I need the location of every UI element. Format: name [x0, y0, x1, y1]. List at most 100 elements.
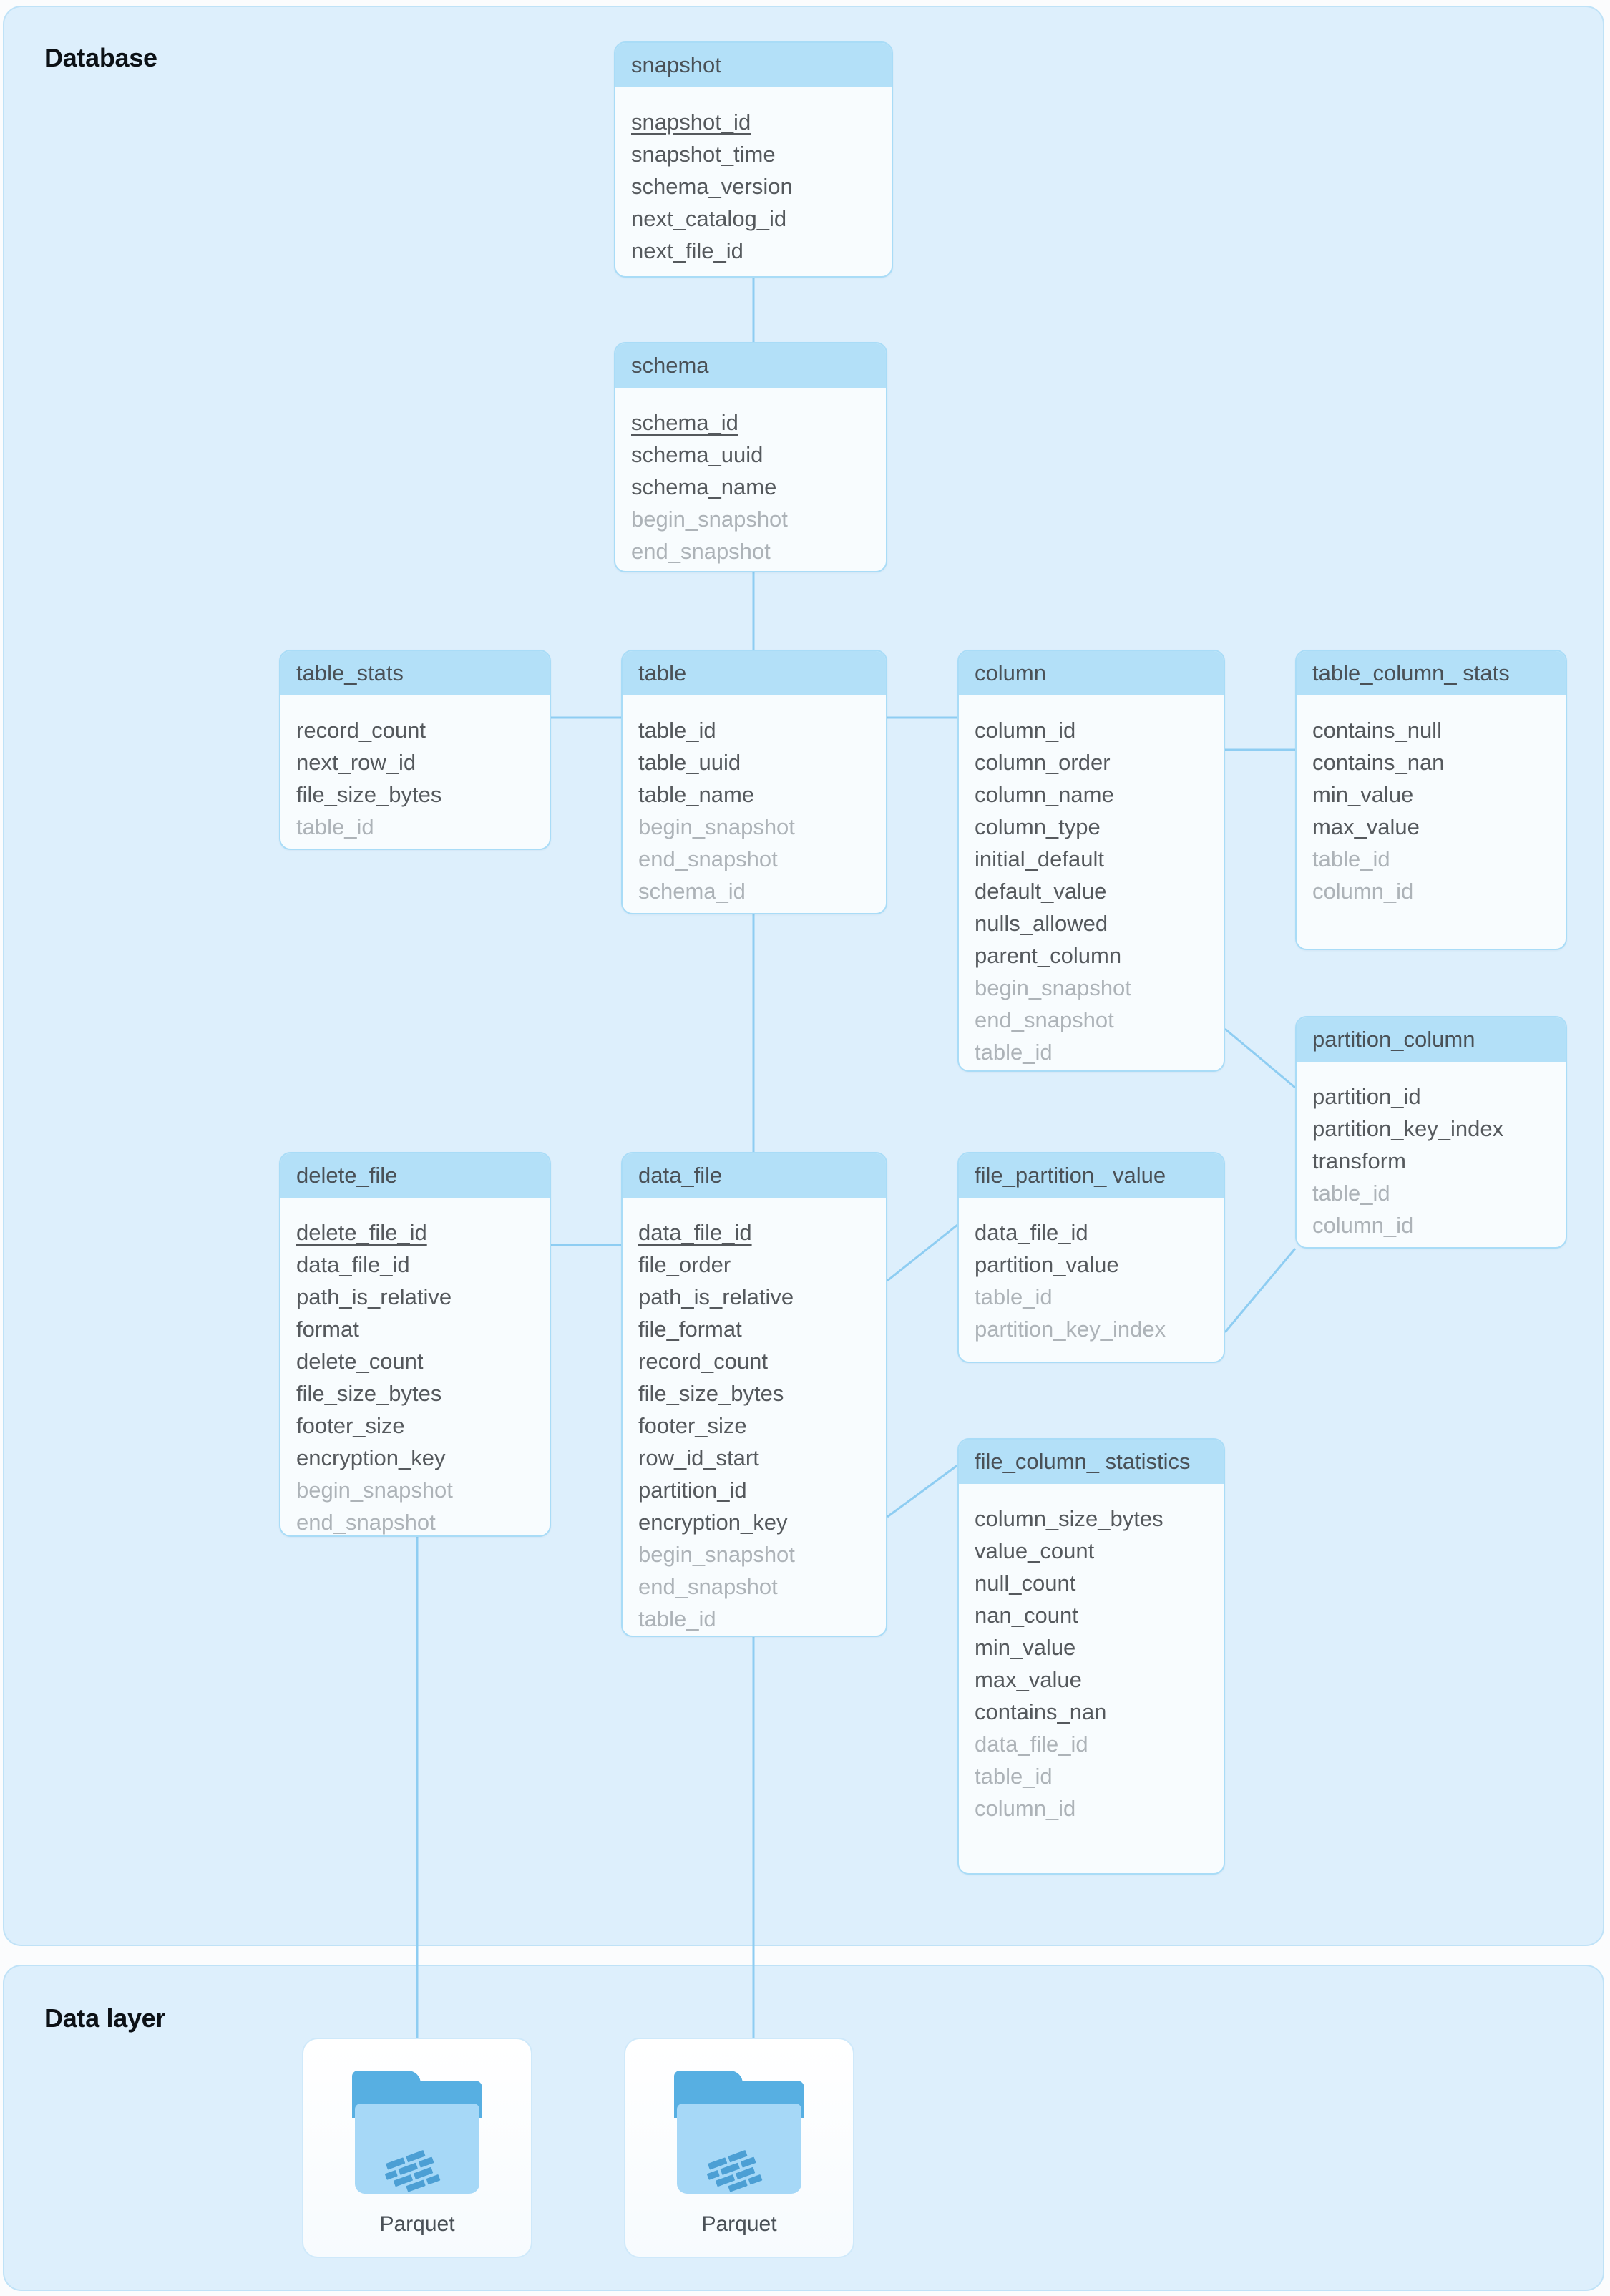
entity-field-file_size_bytes: file_size_bytes: [638, 1380, 784, 1406]
entity-field-end_snapshot: end_snapshot: [638, 1573, 778, 1599]
entity-field-partition_key_index: partition_key_index: [1312, 1115, 1504, 1141]
entity-field-nan_count: nan_count: [975, 1602, 1078, 1628]
entity-field-schema_name: schema_name: [631, 474, 777, 499]
entity-field-contains_nan: contains_nan: [975, 1699, 1107, 1724]
data-node-parquet-1[interactable]: Parquet: [302, 2038, 532, 2258]
entity-field-data_file_id: data_file_id: [975, 1731, 1088, 1757]
entity-field-table_id: table_id: [1312, 1180, 1390, 1206]
entity-field-begin_snapshot: begin_snapshot: [638, 814, 795, 839]
entity-field-next_catalog_id: next_catalog_id: [631, 205, 787, 231]
entity-field-file_order: file_order: [638, 1251, 731, 1277]
entity-field-delete_file_id: delete_file_id: [296, 1219, 427, 1245]
entity-field-table_id: table_id: [296, 814, 374, 839]
entity-field-format: format: [296, 1316, 359, 1342]
entity-fields-delete-file: delete_file_id data_file_id path_is_relati…: [280, 1198, 550, 1535]
entity-field-path_is_relative: path_is_relative: [296, 1284, 452, 1309]
entity-field-data_file_id: data_file_id: [638, 1219, 752, 1245]
entity-title-table-column-stats: table_column_ stats: [1297, 651, 1566, 695]
entity-file-column-statistics[interactable]: file_column_ statistics column_size_byte…: [957, 1438, 1225, 1875]
entity-field-schema_id: schema_id: [631, 409, 738, 435]
data-node-parquet-2[interactable]: Parquet: [624, 2038, 854, 2258]
entity-data-file[interactable]: data_file data_file_id file_order path_is_…: [621, 1152, 887, 1637]
entity-fields-table: table_id table_uuid table_name begin_snapsh…: [623, 695, 886, 913]
entity-field-default_value: default_value: [975, 878, 1107, 904]
group-panel-database: [3, 6, 1604, 1946]
entity-field-next_row_id: next_row_id: [296, 749, 416, 775]
entity-field-contains_null: contains_null: [1312, 717, 1442, 743]
entity-field-file_size_bytes: file_size_bytes: [296, 781, 442, 807]
entity-field-begin_snapshot: begin_snapshot: [975, 974, 1131, 1000]
entity-table[interactable]: table table_id table_uuid table_name begin_…: [621, 650, 887, 914]
entity-field-initial_default: initial_default: [975, 846, 1104, 871]
entity-field-file_format: file_format: [638, 1316, 742, 1342]
entity-field-snapshot_id: snapshot_id: [631, 109, 751, 135]
entity-field-contains_nan: contains_nan: [1312, 749, 1445, 775]
entity-field-next_file_id: next_file_id: [631, 238, 743, 263]
entity-field-partition_value: partition_value: [975, 1251, 1119, 1277]
entity-field-encryption_key: encryption_key: [638, 1509, 788, 1535]
entity-field-column_size_bytes: column_size_bytes: [975, 1505, 1163, 1531]
entity-field-path_is_relative: path_is_relative: [638, 1284, 794, 1309]
entity-field-data_file_id: data_file_id: [975, 1219, 1088, 1245]
entity-field-table_name: table_name: [638, 781, 755, 807]
group-title-database: Database: [44, 43, 157, 72]
entity-field-begin_snapshot: begin_snapshot: [631, 506, 788, 532]
entity-field-column_id: column_id: [1312, 878, 1414, 904]
entity-field-transform: transform: [1312, 1148, 1406, 1173]
entity-field-partition_key_index: partition_key_index: [975, 1316, 1166, 1342]
entity-field-min_value: min_value: [975, 1634, 1076, 1660]
entity-field-column_id: column_id: [1312, 1212, 1414, 1238]
entity-title-table: table: [623, 651, 886, 695]
entity-partition-column[interactable]: partition_column partition_id partition_k…: [1295, 1016, 1567, 1249]
entity-field-delete_count: delete_count: [296, 1348, 424, 1374]
entity-field-max_value: max_value: [975, 1666, 1082, 1692]
entity-field-schema_id: schema_id: [638, 878, 746, 904]
entity-title-table-stats: table_stats: [280, 651, 550, 695]
entity-field-footer_size: footer_size: [638, 1412, 747, 1438]
entity-field-column_id: column_id: [975, 717, 1076, 743]
entity-field-snapshot_time: snapshot_time: [631, 141, 776, 167]
entity-field-column_id: column_id: [975, 1795, 1076, 1821]
entity-title-column: column: [959, 651, 1224, 695]
entity-field-column_type: column_type: [975, 814, 1101, 839]
entity-field-parent_column: parent_column: [975, 942, 1122, 968]
entity-title-partition-column: partition_column: [1297, 1017, 1566, 1062]
entity-field-record_count: record_count: [296, 717, 426, 743]
entity-title-delete-file: delete_file: [280, 1153, 550, 1198]
entity-field-nulls_allowed: nulls_allowed: [975, 910, 1108, 936]
parquet-pattern-icon: [385, 2150, 441, 2192]
entity-field-value_count: value_count: [975, 1538, 1095, 1563]
data-node-label-parquet-1: Parquet: [379, 2212, 455, 2236]
entity-field-table_id: table_id: [638, 717, 716, 743]
entity-field-end_snapshot: end_snapshot: [296, 1509, 436, 1535]
entity-field-record_count: record_count: [638, 1348, 768, 1374]
data-node-label-parquet-2: Parquet: [701, 2212, 777, 2236]
parquet-folder-icon: [674, 2071, 804, 2194]
entity-table-stats[interactable]: table_stats record_count next_row_id file_…: [279, 650, 551, 850]
entity-title-file-partition-value: file_partition_ value: [959, 1153, 1224, 1198]
entity-field-table_uuid: table_uuid: [638, 749, 741, 775]
entity-title-data-file: data_file: [623, 1153, 886, 1198]
entity-field-min_value: min_value: [1312, 781, 1414, 807]
entity-field-table_id: table_id: [1312, 846, 1390, 871]
entity-field-end_snapshot: end_snapshot: [638, 846, 778, 871]
entity-field-data_file_id: data_file_id: [296, 1251, 410, 1277]
entity-field-partition_id: partition_id: [638, 1477, 747, 1503]
entity-field-column_name: column_name: [975, 781, 1114, 807]
entity-field-partition_id: partition_id: [1312, 1083, 1421, 1109]
entity-field-end_snapshot: end_snapshot: [631, 538, 771, 564]
parquet-folder-icon: [352, 2071, 482, 2194]
entity-title-schema: schema: [615, 343, 886, 388]
entity-field-row_id_start: row_id_start: [638, 1445, 759, 1470]
